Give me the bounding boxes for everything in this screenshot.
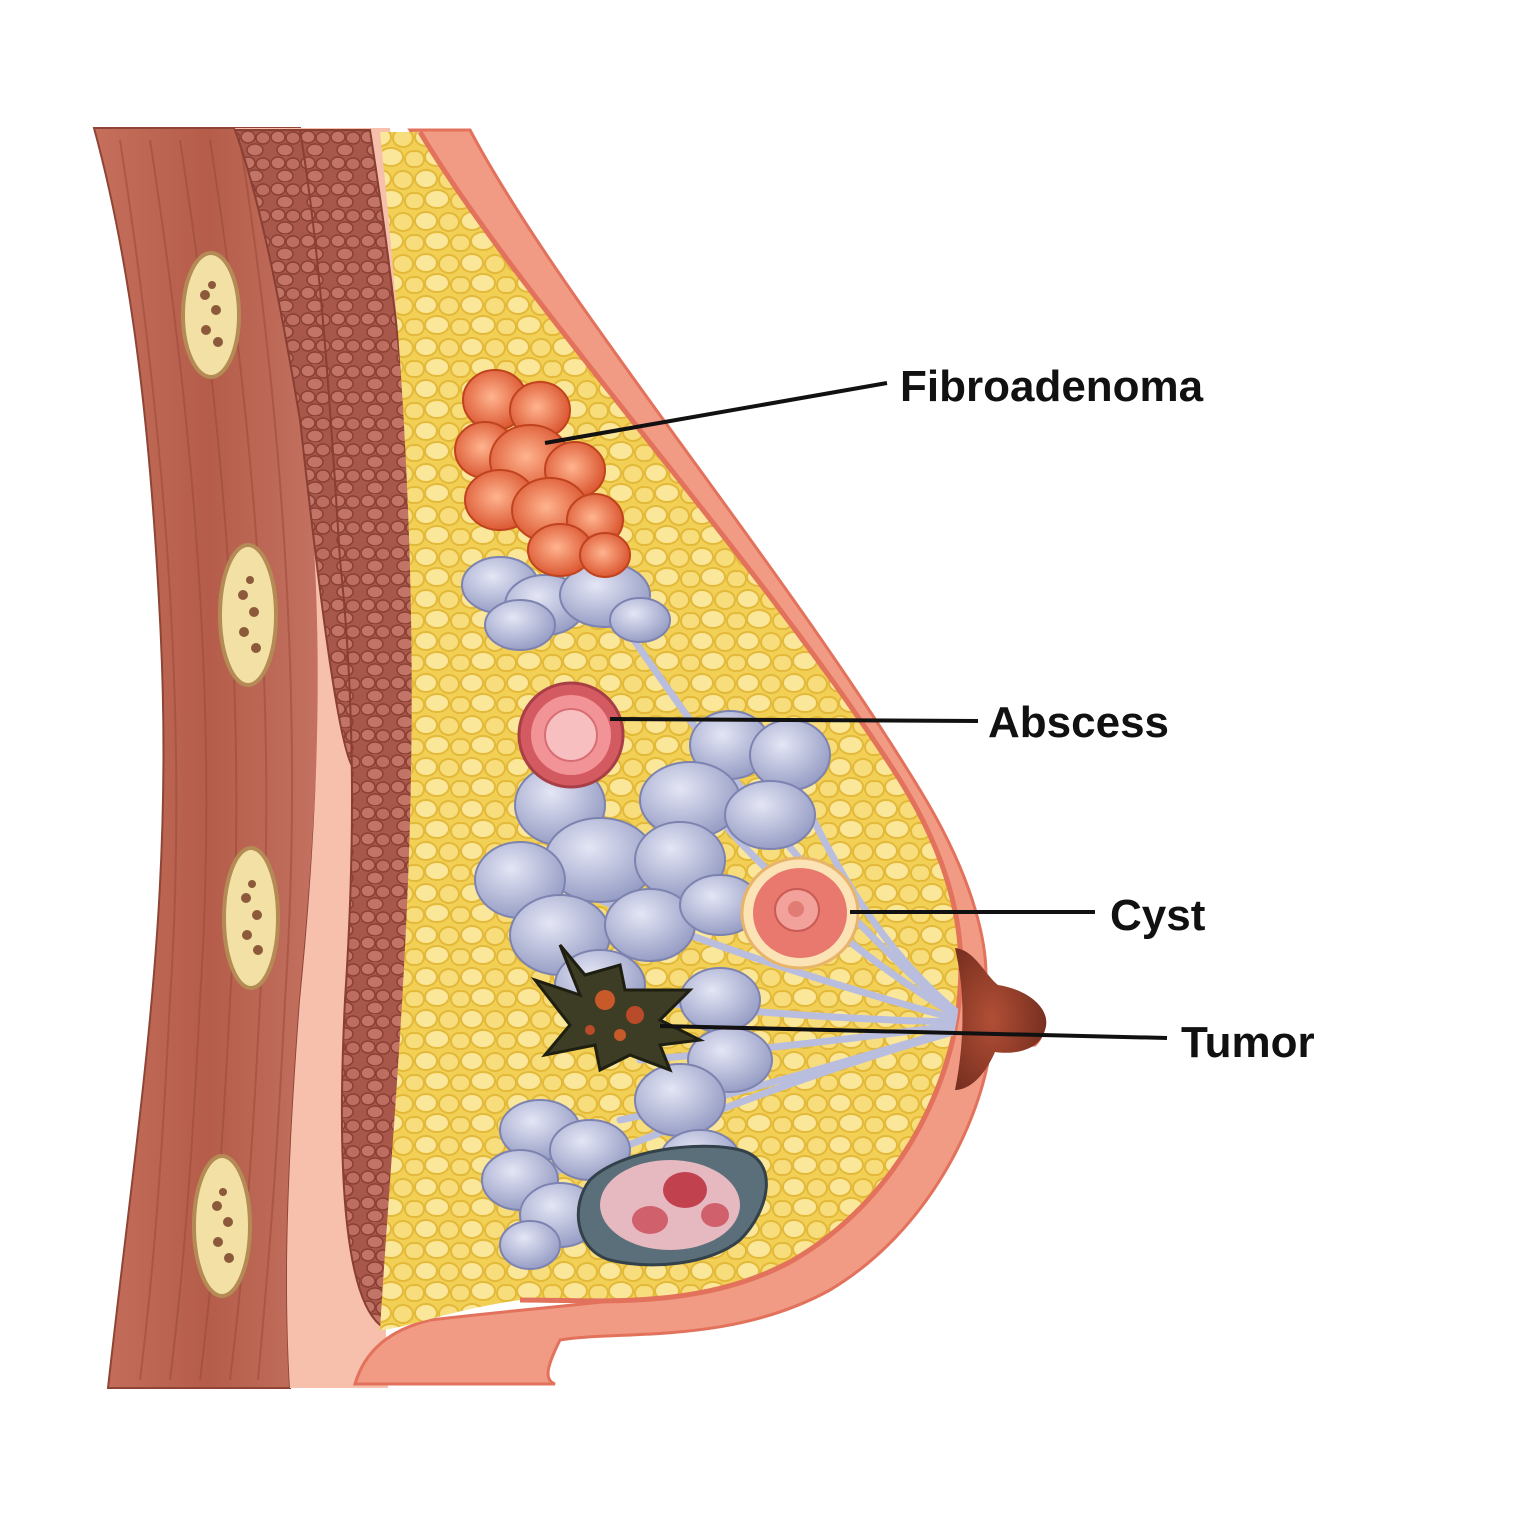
nipple: [955, 948, 1047, 1090]
leader-line-abscess: [609, 717, 979, 723]
fibroadenoma-mass: [454, 369, 631, 578]
vessel-4: [192, 1154, 252, 1298]
label-fibroadenoma: Fibroadenoma: [900, 362, 1204, 411]
leader-line-tumor: [659, 1024, 1168, 1040]
vessel-3: [222, 846, 280, 990]
cyst-mass: [740, 856, 860, 970]
abscess-mass: [517, 681, 625, 789]
leader-lines: [544, 381, 1168, 1040]
label-abscess: Abscess: [988, 698, 1169, 747]
leader-line-fibroadenoma: [544, 381, 888, 445]
vessel-group: [181, 251, 280, 1298]
tumor-mass: [530, 944, 706, 1073]
lower-lesion: [576, 1144, 768, 1267]
vessel-1: [181, 251, 241, 379]
vessel-2: [218, 543, 278, 687]
label-cyst: Cyst: [1110, 891, 1206, 940]
label-tumor: Tumor: [1181, 1018, 1315, 1067]
